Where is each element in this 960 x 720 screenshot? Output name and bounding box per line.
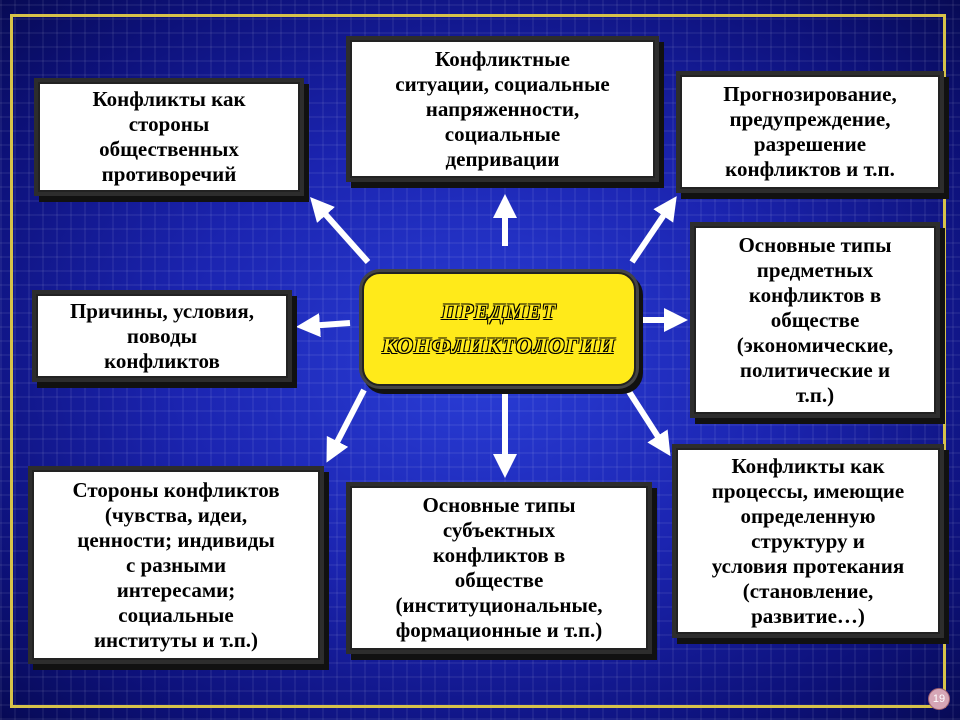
- arrow-left: [296, 313, 351, 338]
- box-conflict-situations: Конфликтные ситуации, социальные напряже…: [350, 40, 655, 178]
- box-agent-conflict-types-text: Основные типы субъектных конфликтов в об…: [395, 493, 603, 642]
- box-subject-conflict-types: Основные типы предметных конфликтов в об…: [694, 226, 936, 414]
- box-conflicts-as-processes: Конфликты как процессы, имеющие определе…: [676, 448, 940, 634]
- box-forecasting: Прогнозирование, предупреждение, разреше…: [680, 75, 940, 189]
- box-forecasting-text: Прогнозирование, предупреждение, разреше…: [723, 82, 897, 181]
- box-conflict-situations-text: Конфликтные ситуации, социальные напряже…: [395, 46, 610, 171]
- page-number: 19: [928, 688, 950, 710]
- box-subject-conflict-types-text: Основные типы предметных конфликтов в об…: [736, 232, 894, 407]
- box-causes-text: Причины, условия, поводы конфликтов: [69, 298, 255, 373]
- box-conflicts-as-sides: Конфликты как стороны общественных проти…: [38, 82, 300, 192]
- arrow-bottom-left: [326, 388, 367, 463]
- box-causes: Причины, условия, поводы конфликтов: [36, 294, 288, 378]
- box-conflicts-as-sides-text: Конфликты как стороны общественных проти…: [92, 87, 246, 186]
- arrow-top-right: [629, 196, 677, 264]
- center-topic: ПРЕДМЕТ КОНФЛИКТОЛОГИИ: [362, 272, 636, 386]
- box-conflict-parties: Стороны конфликтов (чувства, идеи, ценно…: [32, 470, 320, 660]
- arrow-top-left: [310, 197, 371, 264]
- box-agent-conflict-types: Основные типы субъектных конфликтов в об…: [350, 486, 648, 650]
- box-conflict-parties-text: Стороны конфликтов (чувства, идеи, ценно…: [72, 477, 280, 652]
- arrow-bottom-right: [625, 388, 671, 457]
- center-topic-label: ПРЕДМЕТ КОНФЛИКТОЛОГИИ: [382, 299, 616, 358]
- box-conflicts-as-processes-text: Конфликты как процессы, имеющие определе…: [711, 453, 905, 628]
- slide-frame: [10, 14, 946, 708]
